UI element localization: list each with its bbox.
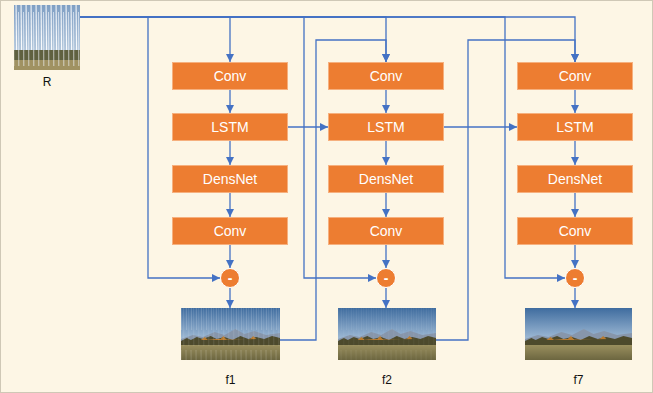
connector-arrow xyxy=(229,193,230,217)
node-label: Conv xyxy=(214,68,247,84)
connector-arrow xyxy=(80,17,230,62)
connector-arrow xyxy=(574,90,575,113)
node-label: Conv xyxy=(214,223,247,239)
connector-arrow xyxy=(385,245,386,268)
image-node: f7 xyxy=(525,308,632,388)
node-label: Conv xyxy=(559,68,592,84)
derained-image xyxy=(181,308,280,360)
subtract-node: - xyxy=(376,268,396,288)
image-node: f1 xyxy=(181,308,280,388)
connector-arrow xyxy=(574,245,575,268)
connector-arrow xyxy=(229,288,230,308)
connector-arrow xyxy=(574,141,575,165)
process-box: DensNet xyxy=(328,165,444,193)
image-label: f2 xyxy=(338,373,436,387)
node-label: Conv xyxy=(370,68,403,84)
image-node: f2 xyxy=(338,308,436,388)
connector-arrow xyxy=(385,193,386,217)
process-box: Conv xyxy=(172,217,288,245)
node-label: - xyxy=(228,271,233,285)
rainy-input-image xyxy=(14,5,80,70)
process-box: LSTM xyxy=(172,113,288,141)
image-node: R xyxy=(14,5,80,90)
image-label: R xyxy=(14,75,80,89)
node-label: LSTM xyxy=(556,119,593,135)
connector-arrow xyxy=(229,141,230,165)
image-label: f1 xyxy=(181,373,280,387)
connector-arrow xyxy=(385,141,386,165)
image-label: f7 xyxy=(525,373,632,387)
subtract-node: - xyxy=(565,268,585,288)
process-box: DensNet xyxy=(172,165,288,193)
process-box: Conv xyxy=(328,217,444,245)
connector-arrow xyxy=(385,288,386,308)
process-box: DensNet xyxy=(517,165,633,193)
node-label: DensNet xyxy=(359,171,413,187)
subtract-node: - xyxy=(220,268,240,288)
connector-arrow xyxy=(574,288,575,308)
derained-image xyxy=(338,308,436,360)
node-label: LSTM xyxy=(211,119,248,135)
process-box: Conv xyxy=(517,217,633,245)
process-box: Conv xyxy=(517,62,633,90)
node-label: Conv xyxy=(370,223,403,239)
derained-image xyxy=(525,308,632,360)
node-label: LSTM xyxy=(367,119,404,135)
node-label: Conv xyxy=(559,223,592,239)
connector-arrow xyxy=(444,126,517,127)
node-label: - xyxy=(384,271,389,285)
connector-arrow xyxy=(229,90,230,113)
node-label: - xyxy=(573,271,578,285)
process-box: LSTM xyxy=(517,113,633,141)
connector-arrow xyxy=(385,90,386,113)
process-box: Conv xyxy=(172,62,288,90)
connector-arrow xyxy=(288,126,328,127)
process-box: Conv xyxy=(328,62,444,90)
process-box: LSTM xyxy=(328,113,444,141)
connector-arrow xyxy=(574,193,575,217)
connector-arrow xyxy=(229,245,230,268)
node-label: DensNet xyxy=(203,171,257,187)
node-label: DensNet xyxy=(548,171,602,187)
connector-arrow xyxy=(80,17,565,278)
